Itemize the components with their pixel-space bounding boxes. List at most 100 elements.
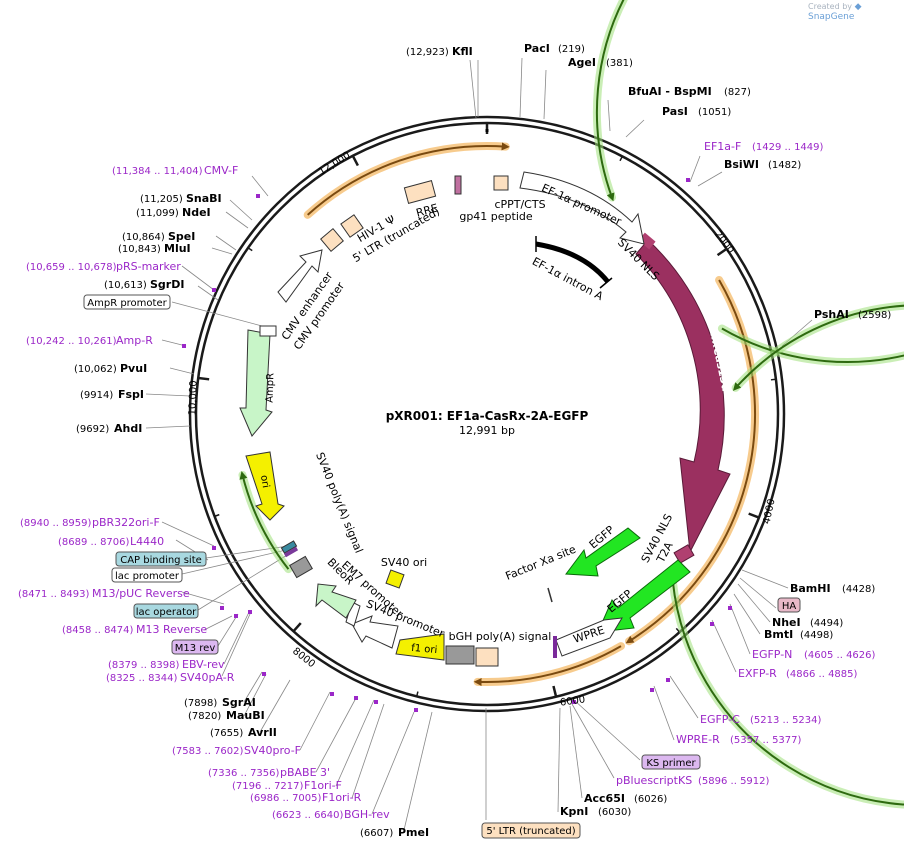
- primer-pbr322ori-f[interactable]: (8940 .. 8959)pBR322ori-F: [20, 516, 160, 529]
- svg-text:(8458 .. 8474): (8458 .. 8474): [62, 625, 134, 636]
- svg-text:(10,062): (10,062): [74, 364, 117, 375]
- primer-egfp-n[interactable]: EGFP-N(4605 .. 4626): [752, 648, 876, 661]
- svg-text:(10,659 .. 10,678): (10,659 .. 10,678): [26, 262, 117, 273]
- svg-text:KpnI: KpnI: [560, 805, 588, 818]
- enzyme-sgrdI[interactable]: (10,613)SgrDI: [104, 278, 184, 291]
- enzyme-nheI[interactable]: NheI(4494): [772, 616, 843, 629]
- svg-text:(4866 .. 4885): (4866 .. 4885): [786, 669, 858, 680]
- leader-lines: [145, 57, 813, 831]
- enzyme-ageI[interactable]: AgeI(381): [568, 56, 633, 69]
- leader-line: [733, 593, 761, 635]
- svg-text:EGFP-N: EGFP-N: [752, 648, 792, 661]
- leader-line: [197, 285, 219, 301]
- svg-text:(6026): (6026): [634, 794, 667, 805]
- enzyme-kflI[interactable]: (12,923)KflI: [406, 45, 473, 58]
- boxed-m13-rev[interactable]: M13 rev: [171, 639, 219, 655]
- boxed-5-ltr[interactable]: 5' LTR (truncated): [481, 822, 581, 839]
- enzyme-pvuI[interactable]: (10,062)PvuI: [74, 362, 147, 375]
- boxed-lac-promoter[interactable]: lac promoter: [111, 567, 183, 583]
- enzyme-speI[interactable]: (10,864)SpeI: [122, 230, 195, 243]
- tick-label-12000: 12,000: [317, 150, 353, 178]
- primer-wpre-r[interactable]: WPRE-R(5357 .. 5377): [676, 733, 802, 746]
- primer-pbabe-3[interactable]: (7336 .. 7356)pBABE 3': [208, 766, 330, 779]
- boxed-lac-operator[interactable]: lac operator: [133, 603, 199, 619]
- enzyme-bfuai-bspmi[interactable]: BfuAI - BspMI(827): [628, 85, 751, 98]
- svg-text:M13/pUC Reverse: M13/pUC Reverse: [92, 587, 190, 600]
- primer-l4440[interactable]: (8689 .. 8706)L4440: [58, 535, 164, 548]
- primer-site-mark: [330, 692, 334, 696]
- enzyme-bamhI[interactable]: BamHI(4428): [790, 582, 875, 595]
- primer-exfp-r[interactable]: EXFP-R (4866 .. 4885): [738, 667, 858, 680]
- svg-text:(7196 .. 7217): (7196 .. 7217): [232, 781, 304, 792]
- enzyme-pacI[interactable]: PacI(219): [524, 42, 585, 55]
- primer-amp-r[interactable]: (10,242 .. 10,261)Amp-R: [26, 334, 153, 347]
- sv40-polya-label: SV40 poly(A) signal: [313, 450, 365, 554]
- primer-pbluescriptks[interactable]: pBluescriptKS(5896 .. 5912): [616, 774, 770, 787]
- enzyme-bmtI[interactable]: BmtI(4498): [764, 628, 833, 641]
- primer-egfp-c[interactable]: EGFP-C(5213 .. 5234): [700, 713, 822, 726]
- rre-feature: [403, 180, 437, 204]
- enzyme-sgraI[interactable]: (7898)SgrAI: [184, 696, 256, 709]
- enzyme-pasI[interactable]: PasI(1051): [662, 105, 731, 118]
- boxed-ks-primer[interactable]: KS primer: [641, 754, 701, 770]
- tick-label-8000: 8000: [290, 646, 317, 670]
- backbone-outer-ring: [188, 115, 786, 713]
- boxed-cap-binding-site[interactable]: CAP binding site: [115, 551, 207, 567]
- primer-bgh-rev[interactable]: (6623 .. 6640)BGH-rev: [272, 808, 390, 821]
- svg-text:(5213 .. 5234): (5213 .. 5234): [750, 715, 822, 726]
- orf-arrows: [238, 0, 904, 809]
- primer-m13-puc-reverse[interactable]: (8471 .. 8493)M13/pUC Reverse: [18, 587, 190, 600]
- primer-ebv-rev[interactable]: (8379 .. 8398)EBV-rev: [108, 658, 225, 671]
- svg-text:PmeI: PmeI: [398, 826, 429, 839]
- primer-sv40pa-r[interactable]: (8325 .. 8344)SV40pA-R: [106, 671, 235, 684]
- svg-text:EXFP-R: EXFP-R: [738, 667, 777, 680]
- leader-line: [371, 711, 415, 815]
- enzyme-maubI[interactable]: (7820)MauBI: [188, 709, 265, 722]
- svg-text:BGH-rev: BGH-rev: [344, 808, 390, 821]
- primer-f1ori-f[interactable]: (7196 .. 7217)F1ori-F: [232, 779, 342, 792]
- enzyme-avrII[interactable]: (7655)AvrII: [210, 726, 277, 739]
- svg-text:PvuI: PvuI: [120, 362, 147, 375]
- leader-line: [181, 591, 225, 605]
- boxed-ampr-promoter[interactable]: AmpR promoter: [83, 294, 171, 310]
- primer-cmv-f[interactable]: (11,384 .. 11,404)CMV-F: [112, 164, 238, 177]
- enzyme-ndeI[interactable]: (11,099)NdeI: [136, 206, 211, 219]
- ef1a-intron-bar: [535, 241, 610, 284]
- svg-text:5' LTR (truncated): 5' LTR (truncated): [486, 826, 575, 837]
- leader-line: [197, 551, 293, 611]
- ring-tick: [415, 691, 419, 697]
- leader-line: [181, 549, 287, 575]
- enzyme-bsiwI[interactable]: BsiWI(1482): [724, 158, 801, 171]
- svg-text:(9692): (9692): [76, 424, 109, 435]
- svg-text:FspI: FspI: [118, 388, 144, 401]
- svg-text:SnaBI: SnaBI: [186, 192, 222, 205]
- leader-line: [739, 577, 777, 609]
- enzyme-pmeI[interactable]: (6607)PmeI: [360, 826, 429, 839]
- leader-line: [571, 703, 615, 779]
- factor-xa-mark: [547, 587, 553, 603]
- enzyme-acc65I[interactable]: Acc65I(6026): [584, 792, 667, 805]
- credit-prefix: Created by: [808, 2, 853, 11]
- primer-f1ori-r[interactable]: (6986 .. 7005)F1ori-R: [250, 791, 362, 804]
- enzyme-fspI[interactable]: (9914)FspI: [80, 388, 144, 401]
- svg-text:(8471 .. 8493): (8471 .. 8493): [18, 589, 90, 600]
- enzyme-pshaI[interactable]: PshAI(2598): [814, 308, 891, 321]
- leader-line: [689, 155, 701, 183]
- primer-site-mark: [710, 622, 714, 626]
- boxed-ha[interactable]: HA: [777, 597, 801, 613]
- enzyme-mluI[interactable]: (10,843)MluI: [118, 242, 191, 255]
- primer-site-mark: [414, 708, 418, 712]
- svg-text:L4440: L4440: [130, 535, 164, 548]
- primer-prs-marker[interactable]: (10,659 .. 10,678)pRS-marker: [26, 260, 181, 273]
- snapgene-logo-icon: ◆: [854, 2, 862, 12]
- enzyme-snabI[interactable]: (11,205)SnaBI: [140, 192, 222, 205]
- primer-m13-reverse[interactable]: (8458 .. 8474)M13 Reverse: [62, 623, 207, 636]
- leader-line: [737, 583, 771, 623]
- primer-site-mark: [234, 614, 238, 618]
- enzyme-kpnI[interactable]: KpnI(6030): [560, 805, 631, 818]
- enzyme-ahdI[interactable]: (9692)AhdI: [76, 422, 142, 435]
- primer-ef1a-f[interactable]: EF1a-F(1429 .. 1449): [704, 140, 824, 153]
- leader-line: [225, 211, 249, 229]
- primer-sv40pro-f[interactable]: (7583 .. 7602)SV40pro-F: [172, 744, 301, 757]
